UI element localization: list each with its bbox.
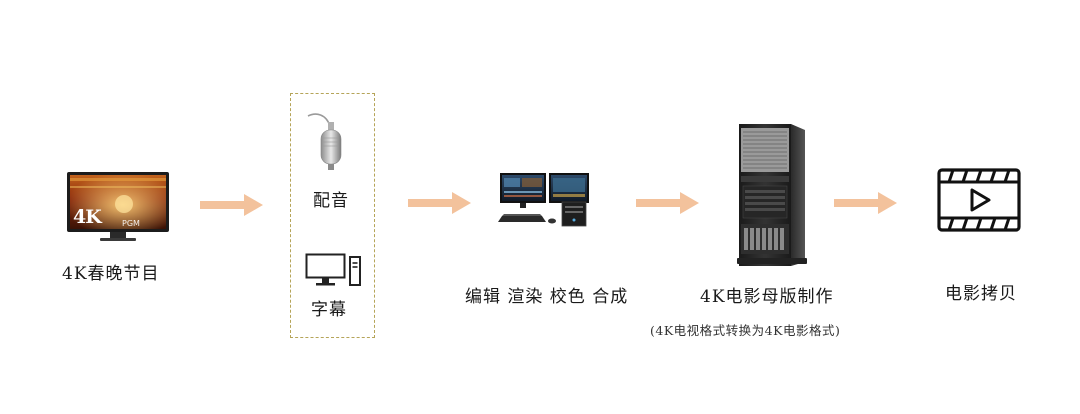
arrow-1 [200,192,264,218]
computer-icon [305,253,363,287]
tv-screen-text: 4K [73,206,102,228]
tv-label: 4K春晚节目 [62,264,160,284]
microphone-icon [302,108,354,172]
editing-workstation-icon [498,170,594,228]
server-tower-icon [733,120,809,268]
arrow-4 [834,190,898,216]
tv-node: 4K PGM [66,170,170,242]
copy-label: 电影拷贝 [945,284,1017,304]
dubbing-label: 配音 [313,191,349,211]
tv-icon [66,170,170,242]
subtitle-label: 字幕 [311,300,347,320]
audio-subtitle-group [290,93,375,338]
editing-label: 编辑 渲染 校色 合成 [465,287,629,307]
film-play-icon [937,168,1021,232]
tv-screen-subtext: PGM [122,219,140,228]
mastering-note: (4K电视格式转换为4K电影格式) [650,323,841,338]
mastering-label: 4K电影母版制作 [700,287,834,307]
arrow-2 [408,190,472,216]
arrow-3 [636,190,700,216]
